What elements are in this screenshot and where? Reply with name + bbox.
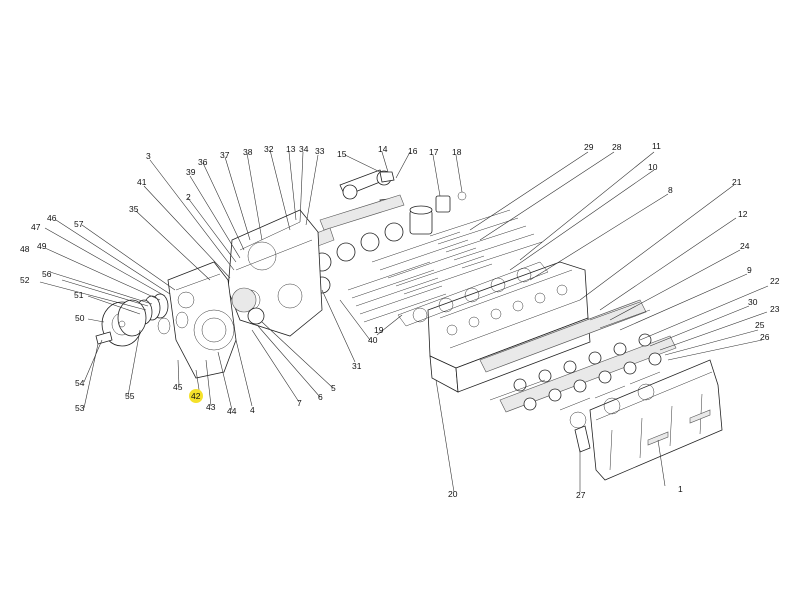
part-label-32[interactable]: 32: [264, 144, 274, 154]
cylinder-head: [427, 261, 591, 393]
part-label-4[interactable]: 4: [250, 405, 255, 415]
part-label-9[interactable]: 9: [747, 265, 752, 275]
part-label-3[interactable]: 3: [146, 151, 151, 161]
part-label-46[interactable]: 46: [47, 213, 57, 223]
part-label-12[interactable]: 12: [738, 209, 748, 219]
part-label-25[interactable]: 25: [755, 320, 765, 330]
part-label-42[interactable]: 42: [191, 391, 201, 401]
part-label-28[interactable]: 28: [612, 142, 622, 152]
part-label-48[interactable]: 48: [20, 244, 30, 254]
part-label-33[interactable]: 33: [315, 146, 325, 156]
part-label-37[interactable]: 37: [220, 150, 230, 160]
part-label-57[interactable]: 57: [74, 219, 84, 229]
part-label-17[interactable]: 17: [429, 147, 439, 157]
part-label-6[interactable]: 6: [318, 392, 323, 402]
part-label-7[interactable]: 7: [297, 398, 302, 408]
part-label-41[interactable]: 41: [137, 177, 147, 187]
part-label-31[interactable]: 31: [352, 361, 362, 371]
part-label-55[interactable]: 55: [125, 391, 135, 401]
part-label-40[interactable]: 40: [368, 335, 378, 345]
part-label-2[interactable]: 2: [186, 192, 191, 202]
part-label-23[interactable]: 23: [770, 304, 780, 314]
part-label-43[interactable]: 43: [206, 402, 216, 412]
highlight-marker: [189, 389, 203, 403]
part-label-8[interactable]: 8: [668, 185, 673, 195]
part-label-50[interactable]: 50: [75, 313, 85, 323]
part-label-47[interactable]: 47: [31, 222, 41, 232]
part-label-52[interactable]: 52: [20, 275, 30, 285]
part-label-20[interactable]: 20: [448, 489, 458, 499]
part-label-13[interactable]: 13: [286, 144, 296, 154]
rocker-assembly: [479, 299, 677, 453]
part-label-14[interactable]: 14: [378, 144, 388, 154]
part-label-19[interactable]: 19: [374, 325, 384, 335]
part-label-34[interactable]: 34: [299, 144, 309, 154]
part-label-26[interactable]: 26: [760, 332, 770, 342]
part-label-30[interactable]: 30: [748, 297, 758, 307]
part-label-21[interactable]: 21: [732, 177, 742, 187]
part-label-39[interactable]: 39: [186, 167, 196, 177]
part-label-18[interactable]: 18: [452, 147, 462, 157]
head-bolts: [347, 209, 651, 401]
part-label-27[interactable]: 27: [576, 490, 586, 500]
part-label-44[interactable]: 44: [227, 406, 237, 416]
timing-housing: [227, 209, 323, 337]
part-label-38[interactable]: 38: [243, 147, 253, 157]
part-label-51[interactable]: 51: [74, 290, 84, 300]
part-label-56[interactable]: 56: [42, 269, 52, 279]
part-label-5[interactable]: 5: [331, 383, 336, 393]
part-label-1[interactable]: 1: [678, 484, 683, 494]
leader-lines: [39, 149, 769, 493]
head-gasket: [397, 261, 549, 327]
front-cover: [167, 261, 237, 379]
part-label-15[interactable]: 15: [337, 149, 347, 159]
part-labels: 1 2 3 4 5 6 7 8 9 10 11 12 13 14 15 16 1…: [20, 141, 780, 500]
part-label-53[interactable]: 53: [75, 403, 85, 413]
part-label-49[interactable]: 49: [37, 241, 47, 251]
part-label-10[interactable]: 10: [648, 162, 658, 172]
part-label-36[interactable]: 36: [198, 157, 208, 167]
part-label-16[interactable]: 16: [408, 146, 418, 156]
part-label-24[interactable]: 24: [740, 241, 750, 251]
pistons: [409, 191, 467, 235]
valve-cover: [589, 359, 723, 481]
part-label-45[interactable]: 45: [173, 382, 183, 392]
part-label-11[interactable]: 11: [652, 141, 661, 151]
part-label-29[interactable]: 29: [584, 142, 594, 152]
part-label-22[interactable]: 22: [770, 276, 780, 286]
part-label-54[interactable]: 54: [75, 378, 85, 388]
crankshaft-pulley: [95, 299, 147, 347]
part-label-35[interactable]: 35: [129, 204, 139, 214]
